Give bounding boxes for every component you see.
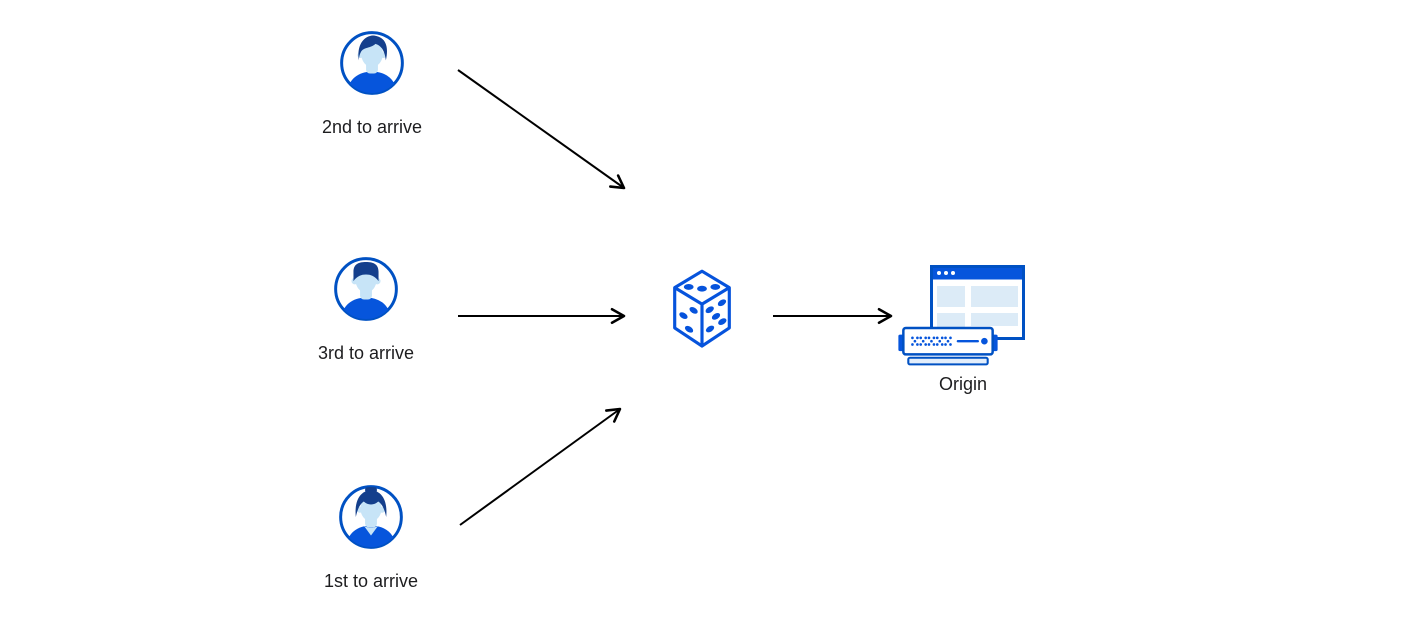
- visitor-label-3rd: 3rd to arrive: [317, 343, 415, 363]
- origin-label: Origin: [938, 374, 987, 394]
- arrow-visitor3-to-dice: [459, 407, 622, 526]
- male-avatar-icon: [334, 257, 398, 321]
- server-vent-dots: [911, 336, 952, 346]
- female-avatar-icon: [339, 485, 403, 549]
- browser-window-icon: [930, 265, 1025, 340]
- visitor-label-1st: 1st to arrive: [323, 571, 419, 591]
- origin-node: Origin: [898, 263, 1028, 403]
- male-avatar-icon: [340, 31, 404, 95]
- server-icon: [898, 326, 998, 366]
- randomizer-node: [667, 266, 737, 352]
- arrow-visitor1-to-dice: [457, 69, 626, 190]
- dice-icon: [673, 269, 731, 348]
- visitor-node-1st: 1st to arrive: [301, 484, 441, 590]
- visitor-label-2nd: 2nd to arrive: [321, 117, 423, 137]
- visitor-node-2nd: 2nd to arrive: [302, 30, 442, 136]
- visitor-node-3rd: 3rd to arrive: [296, 256, 436, 362]
